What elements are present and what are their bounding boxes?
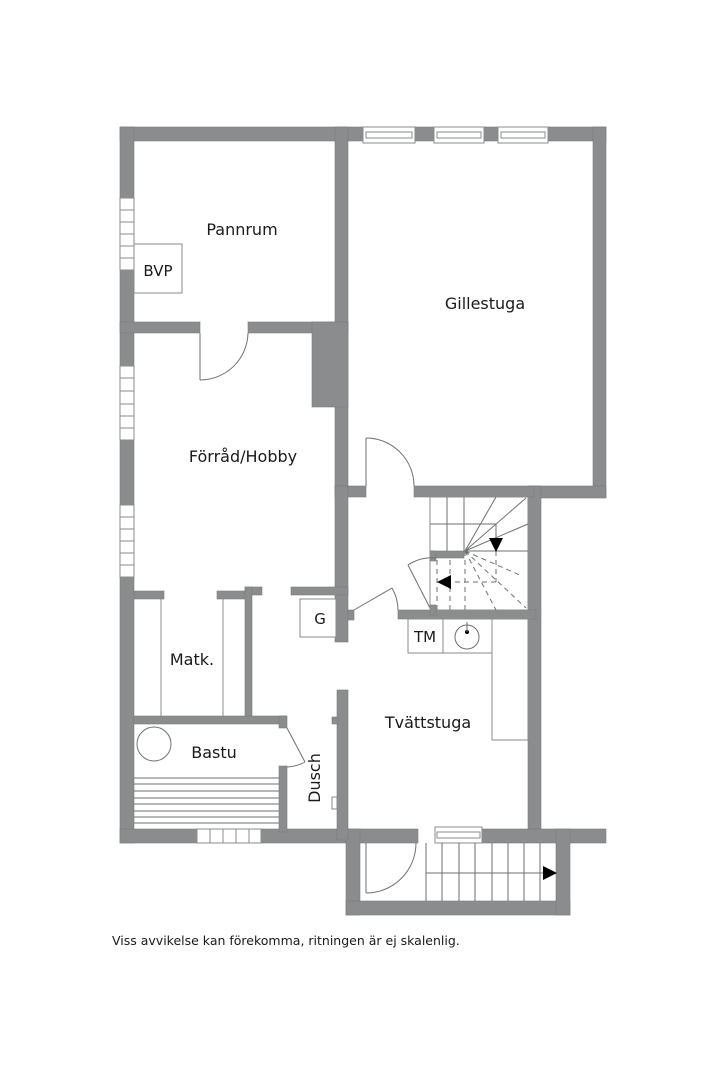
room-label-tvattstuga: Tvättstuga	[384, 713, 471, 732]
fixtures	[133, 243, 529, 824]
fixture-label-tm: TM	[413, 628, 436, 646]
fixture-label-g: G	[314, 610, 326, 628]
room-label-pannrum: Pannrum	[206, 220, 277, 239]
doors	[199, 332, 437, 894]
shower-head-icon	[331, 796, 338, 810]
disclaimer-text: Viss avvikelse kan förekomma, ritningen …	[112, 933, 460, 948]
room-labels: Pannrum Gillestuga Förråd/Hobby Matk. Ba…	[143, 220, 525, 803]
stair-left-arrow-icon	[437, 575, 451, 589]
room-label-bastu: Bastu	[191, 743, 237, 762]
sauna-benches	[134, 777, 279, 824]
room-label-forrad-hobby: Förråd/Hobby	[189, 447, 297, 466]
room-label-gillestuga: Gillestuga	[445, 294, 525, 313]
room-label-matk: Matk.	[170, 650, 214, 669]
stair-right-arrow-icon	[543, 866, 557, 880]
sauna-stove-icon	[136, 726, 172, 762]
g-unit	[299, 598, 337, 638]
bvp-unit	[133, 243, 183, 294]
stair-down-arrow-icon	[489, 538, 503, 552]
room-label-dusch: Dusch	[305, 753, 324, 803]
spiral-stair	[429, 496, 529, 611]
walls	[119, 126, 607, 916]
fixture-label-bvp: BVP	[143, 262, 172, 280]
entry-stair	[425, 843, 557, 901]
windows	[119, 126, 549, 844]
